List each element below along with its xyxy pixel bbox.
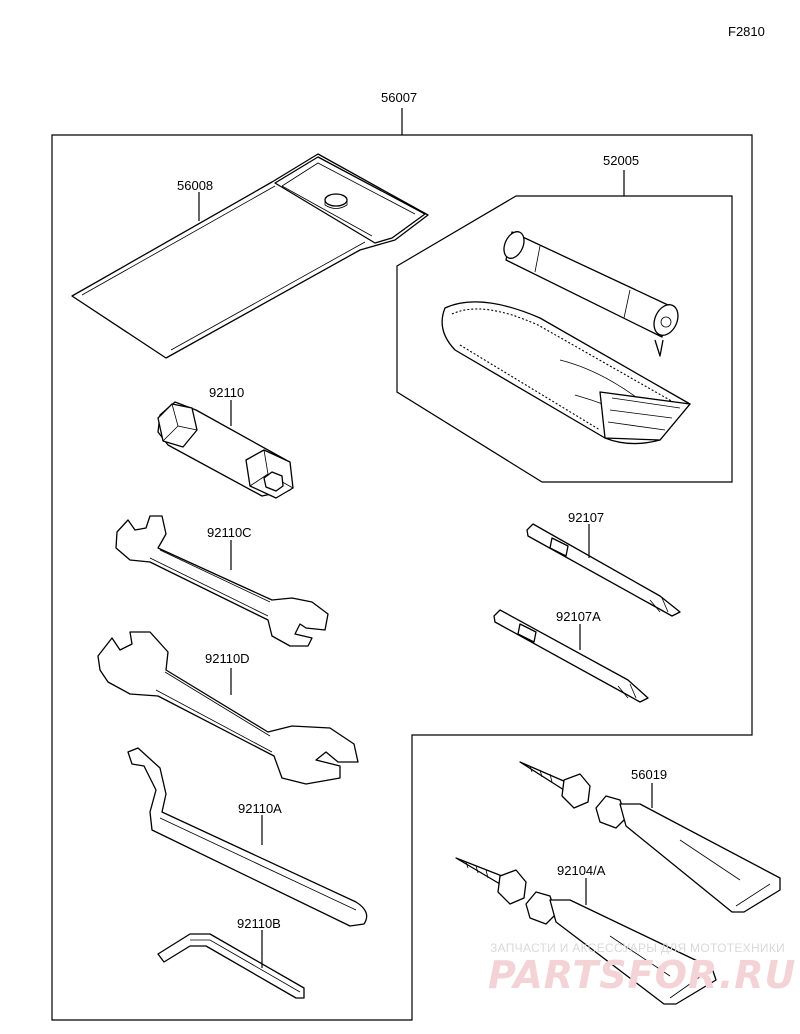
plug-wrench[interactable] [157, 400, 294, 499]
watermark-brand: PARTSFOR.RU [488, 953, 796, 997]
patch-kit-tube[interactable] [519, 761, 781, 913]
label-tool-bag[interactable]: 56008 [177, 178, 213, 193]
adhesive-tube[interactable] [455, 857, 717, 1005]
screwdriver-a[interactable] [493, 609, 649, 703]
spark-plug-set-box [396, 170, 733, 483]
label-adhesive[interactable]: 92104/A [557, 863, 606, 878]
hex-key[interactable] [157, 930, 305, 999]
hook-wrench[interactable] [127, 747, 368, 927]
label-wrench-c[interactable]: 92110C [207, 525, 252, 540]
screwdriver[interactable] [526, 523, 681, 617]
tool-kit-outline [51, 108, 753, 1021]
label-plug-wrench[interactable]: 92110 [209, 385, 244, 400]
label-screwdriver-a[interactable]: 92107A [556, 609, 601, 624]
label-screwdriver[interactable]: 92107 [568, 510, 604, 525]
open-end-wrench-c[interactable] [115, 515, 329, 647]
figure-code: F2810 [728, 24, 765, 39]
tool-bag[interactable] [71, 153, 429, 359]
watermark-subtitle: ЗАПЧАСТИ И АКСЕССУАРЫ ДЛЯ МОТОТЕХНИКИ [490, 941, 785, 955]
tool-pouch[interactable] [441, 301, 691, 445]
label-wrench-d[interactable]: 92110D [205, 651, 250, 666]
open-end-wrench-d[interactable] [97, 631, 359, 785]
label-hook-wrench[interactable]: 92110A [238, 801, 282, 816]
socket-bar[interactable] [500, 229, 682, 357]
label-spark-plug-set[interactable]: 52005 [603, 153, 639, 168]
label-patch-kit[interactable]: 56019 [631, 767, 667, 782]
label-hex-key[interactable]: 92110B [237, 916, 281, 931]
label-tool-kit[interactable]: 56007 [381, 90, 417, 105]
